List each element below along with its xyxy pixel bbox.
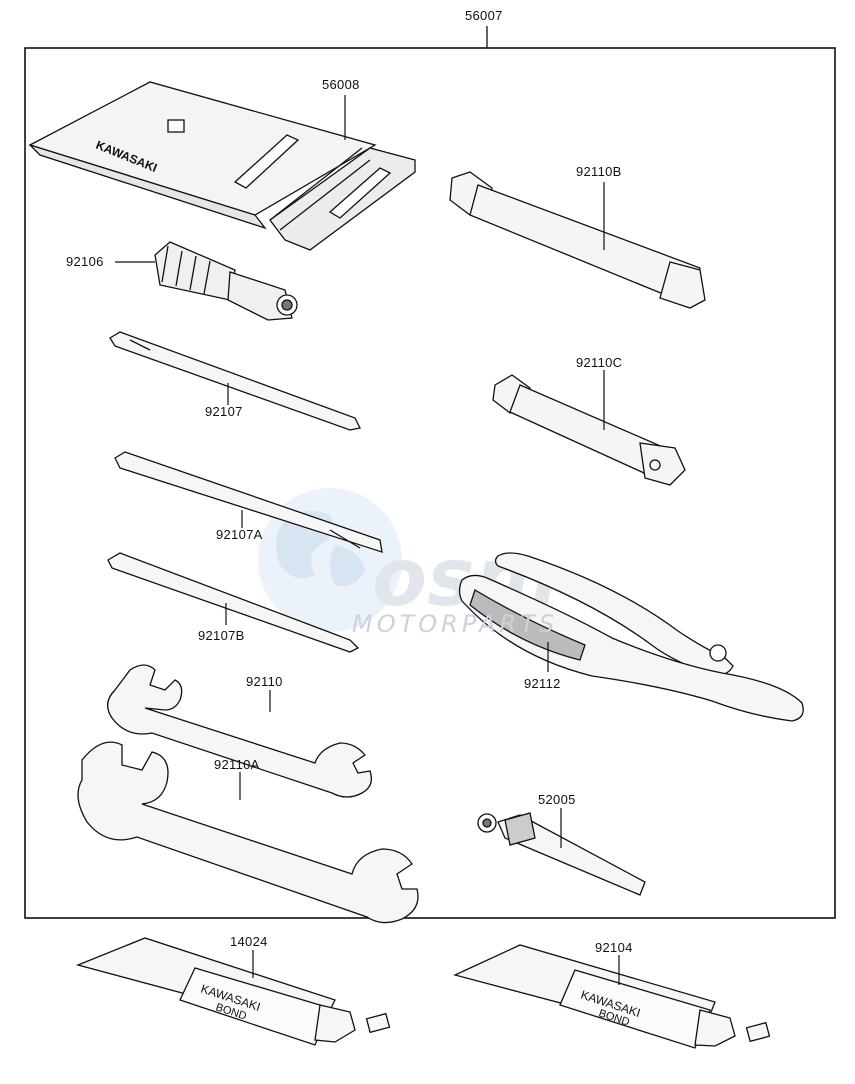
part-label-92110: 92110 — [246, 674, 283, 689]
assembly-frame — [24, 47, 836, 919]
part-label-92107a: 92107A — [216, 527, 263, 542]
pliers-92112 — [458, 552, 804, 722]
part-label-92104: 92104 — [595, 940, 633, 955]
part-label-92110c: 92110C — [576, 355, 623, 370]
part-label-14024: 14024 — [230, 934, 268, 949]
part-label-56007: 56007 — [465, 8, 503, 23]
part-label-92107: 92107 — [205, 404, 243, 419]
bond-tube-14024: KAWASAKI BOND — [75, 937, 391, 1046]
part-label-52005: 52005 — [538, 792, 576, 807]
part-label-92107b: 92107B — [198, 628, 245, 643]
part-label-92106: 92106 — [66, 254, 104, 269]
part-label-92112: 92112 — [524, 676, 561, 691]
part-label-56008: 56008 — [322, 77, 360, 92]
open-wrench-92110 — [107, 664, 373, 798]
tool-pouch-56008: KAWASAKI — [28, 81, 416, 251]
screwdriver-92107a — [114, 451, 383, 553]
part-label-92110a: 92110A — [214, 757, 260, 772]
box-wrench-92110c — [492, 374, 686, 486]
screwdriver-92107 — [109, 331, 361, 431]
box-wrench-92110b — [449, 171, 706, 309]
part-label-92110b: 92110B — [576, 164, 622, 179]
screwdriver-92107b — [107, 552, 360, 653]
screwdriver-handle-92106 — [154, 241, 298, 321]
watermark-subtext: MOTORPARTS — [352, 610, 559, 638]
bond-tube-92104: KAWASAKI BOND — [453, 944, 771, 1049]
open-wrench-92110a — [77, 741, 419, 924]
tool-52005 — [477, 812, 646, 896]
